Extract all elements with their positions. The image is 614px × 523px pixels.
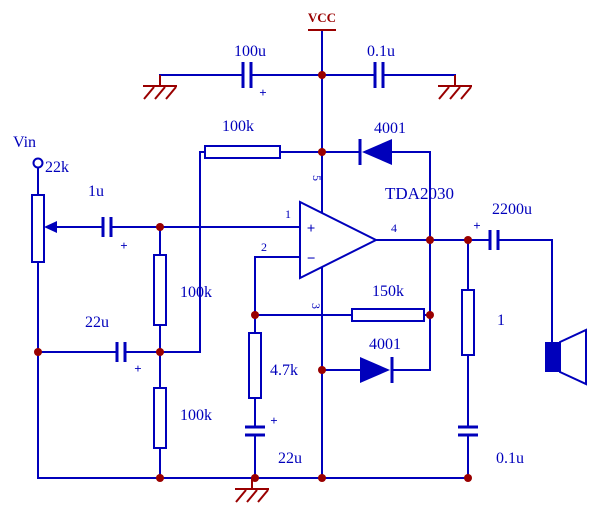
diode-value: 4001 bbox=[369, 336, 401, 353]
pin-3-label: 3 bbox=[309, 303, 323, 309]
capacitor-22u-left: 22u + bbox=[85, 314, 142, 376]
pin-2-label: 2 bbox=[261, 240, 267, 254]
polarity-plus: + bbox=[134, 361, 141, 376]
polarity-plus: + bbox=[259, 85, 266, 100]
resistor-value: 100k bbox=[180, 407, 212, 424]
capacitor-1u: 1u + bbox=[88, 183, 128, 253]
pot-wiper-arrow-icon bbox=[44, 221, 57, 233]
polarity-plus: + bbox=[270, 413, 277, 428]
resistor-150k: 150k bbox=[351, 283, 425, 322]
resistor-value: 100k bbox=[180, 284, 212, 301]
resistor-value: 150k bbox=[372, 283, 404, 300]
capacitor-0.1u-top: 0.1u bbox=[367, 43, 395, 88]
resistor-1-ohm: 1 bbox=[461, 289, 505, 356]
capacitor-0.1u-bottom: 0.1u bbox=[458, 425, 524, 467]
opamp-tda2030: + − 1 2 4 5 3 TDA2030 bbox=[261, 175, 454, 309]
pin-5-label: 5 bbox=[310, 175, 324, 181]
polarity-plus: + bbox=[473, 218, 480, 233]
pot-value: 22k bbox=[45, 159, 69, 176]
resistor-100k-bottom: 100k bbox=[153, 387, 212, 449]
vcc-label: VCC bbox=[308, 10, 336, 25]
capacitor-100u: 100u + bbox=[234, 43, 267, 100]
cap-value: 22u bbox=[278, 450, 302, 467]
resistor-100k-top: 100k bbox=[204, 118, 281, 159]
resistor-value: 1 bbox=[497, 312, 505, 329]
cap-value: 2200u bbox=[492, 201, 532, 218]
ground-icon bbox=[437, 74, 473, 100]
diode-triangle-icon bbox=[360, 357, 390, 383]
polarity-plus: + bbox=[120, 238, 127, 253]
resistor-4.7k: 4.7k bbox=[248, 332, 298, 399]
potentiometer-22k: 22k bbox=[31, 159, 69, 263]
speaker-icon bbox=[545, 328, 587, 386]
opamp-triangle bbox=[299, 200, 379, 280]
cap-value: 0.1u bbox=[367, 43, 395, 60]
diode-4001-bottom: 4001 bbox=[360, 336, 401, 383]
opamp-part-number: TDA2030 bbox=[385, 184, 454, 203]
diode-triangle-icon bbox=[362, 139, 392, 165]
input-terminal: Vin bbox=[13, 134, 44, 169]
speaker-body bbox=[545, 342, 560, 372]
resistor-100k-mid: 100k bbox=[153, 254, 212, 326]
pin-1-label: 1 bbox=[285, 207, 291, 221]
capacitor-2200u: 2200u + bbox=[473, 201, 532, 250]
wire-segments bbox=[37, 29, 553, 479]
speaker-cone bbox=[559, 328, 587, 386]
vin-terminal-circle bbox=[32, 157, 44, 169]
ground-icon bbox=[142, 74, 178, 100]
vin-label: Vin bbox=[13, 134, 36, 151]
diode-4001-top: 4001 bbox=[358, 120, 406, 165]
opamp-noninverting-mark: + bbox=[307, 221, 316, 237]
cap-value: 1u bbox=[88, 183, 104, 200]
diode-value: 4001 bbox=[374, 120, 406, 137]
cap-value: 0.1u bbox=[496, 450, 524, 467]
junction-dots bbox=[34, 71, 472, 482]
vcc-power-symbol: VCC bbox=[308, 10, 336, 31]
pin-4-label: 4 bbox=[391, 221, 397, 235]
cap-value: 22u bbox=[85, 314, 109, 331]
resistor-value: 100k bbox=[222, 118, 254, 135]
cap-value: 100u bbox=[234, 43, 266, 60]
ground-icon bbox=[234, 477, 270, 503]
capacitor-22u-bottom: 22u + bbox=[245, 413, 302, 467]
resistor-value: 4.7k bbox=[270, 362, 298, 379]
pot-body bbox=[31, 194, 45, 263]
opamp-inverting-mark: − bbox=[307, 251, 316, 267]
